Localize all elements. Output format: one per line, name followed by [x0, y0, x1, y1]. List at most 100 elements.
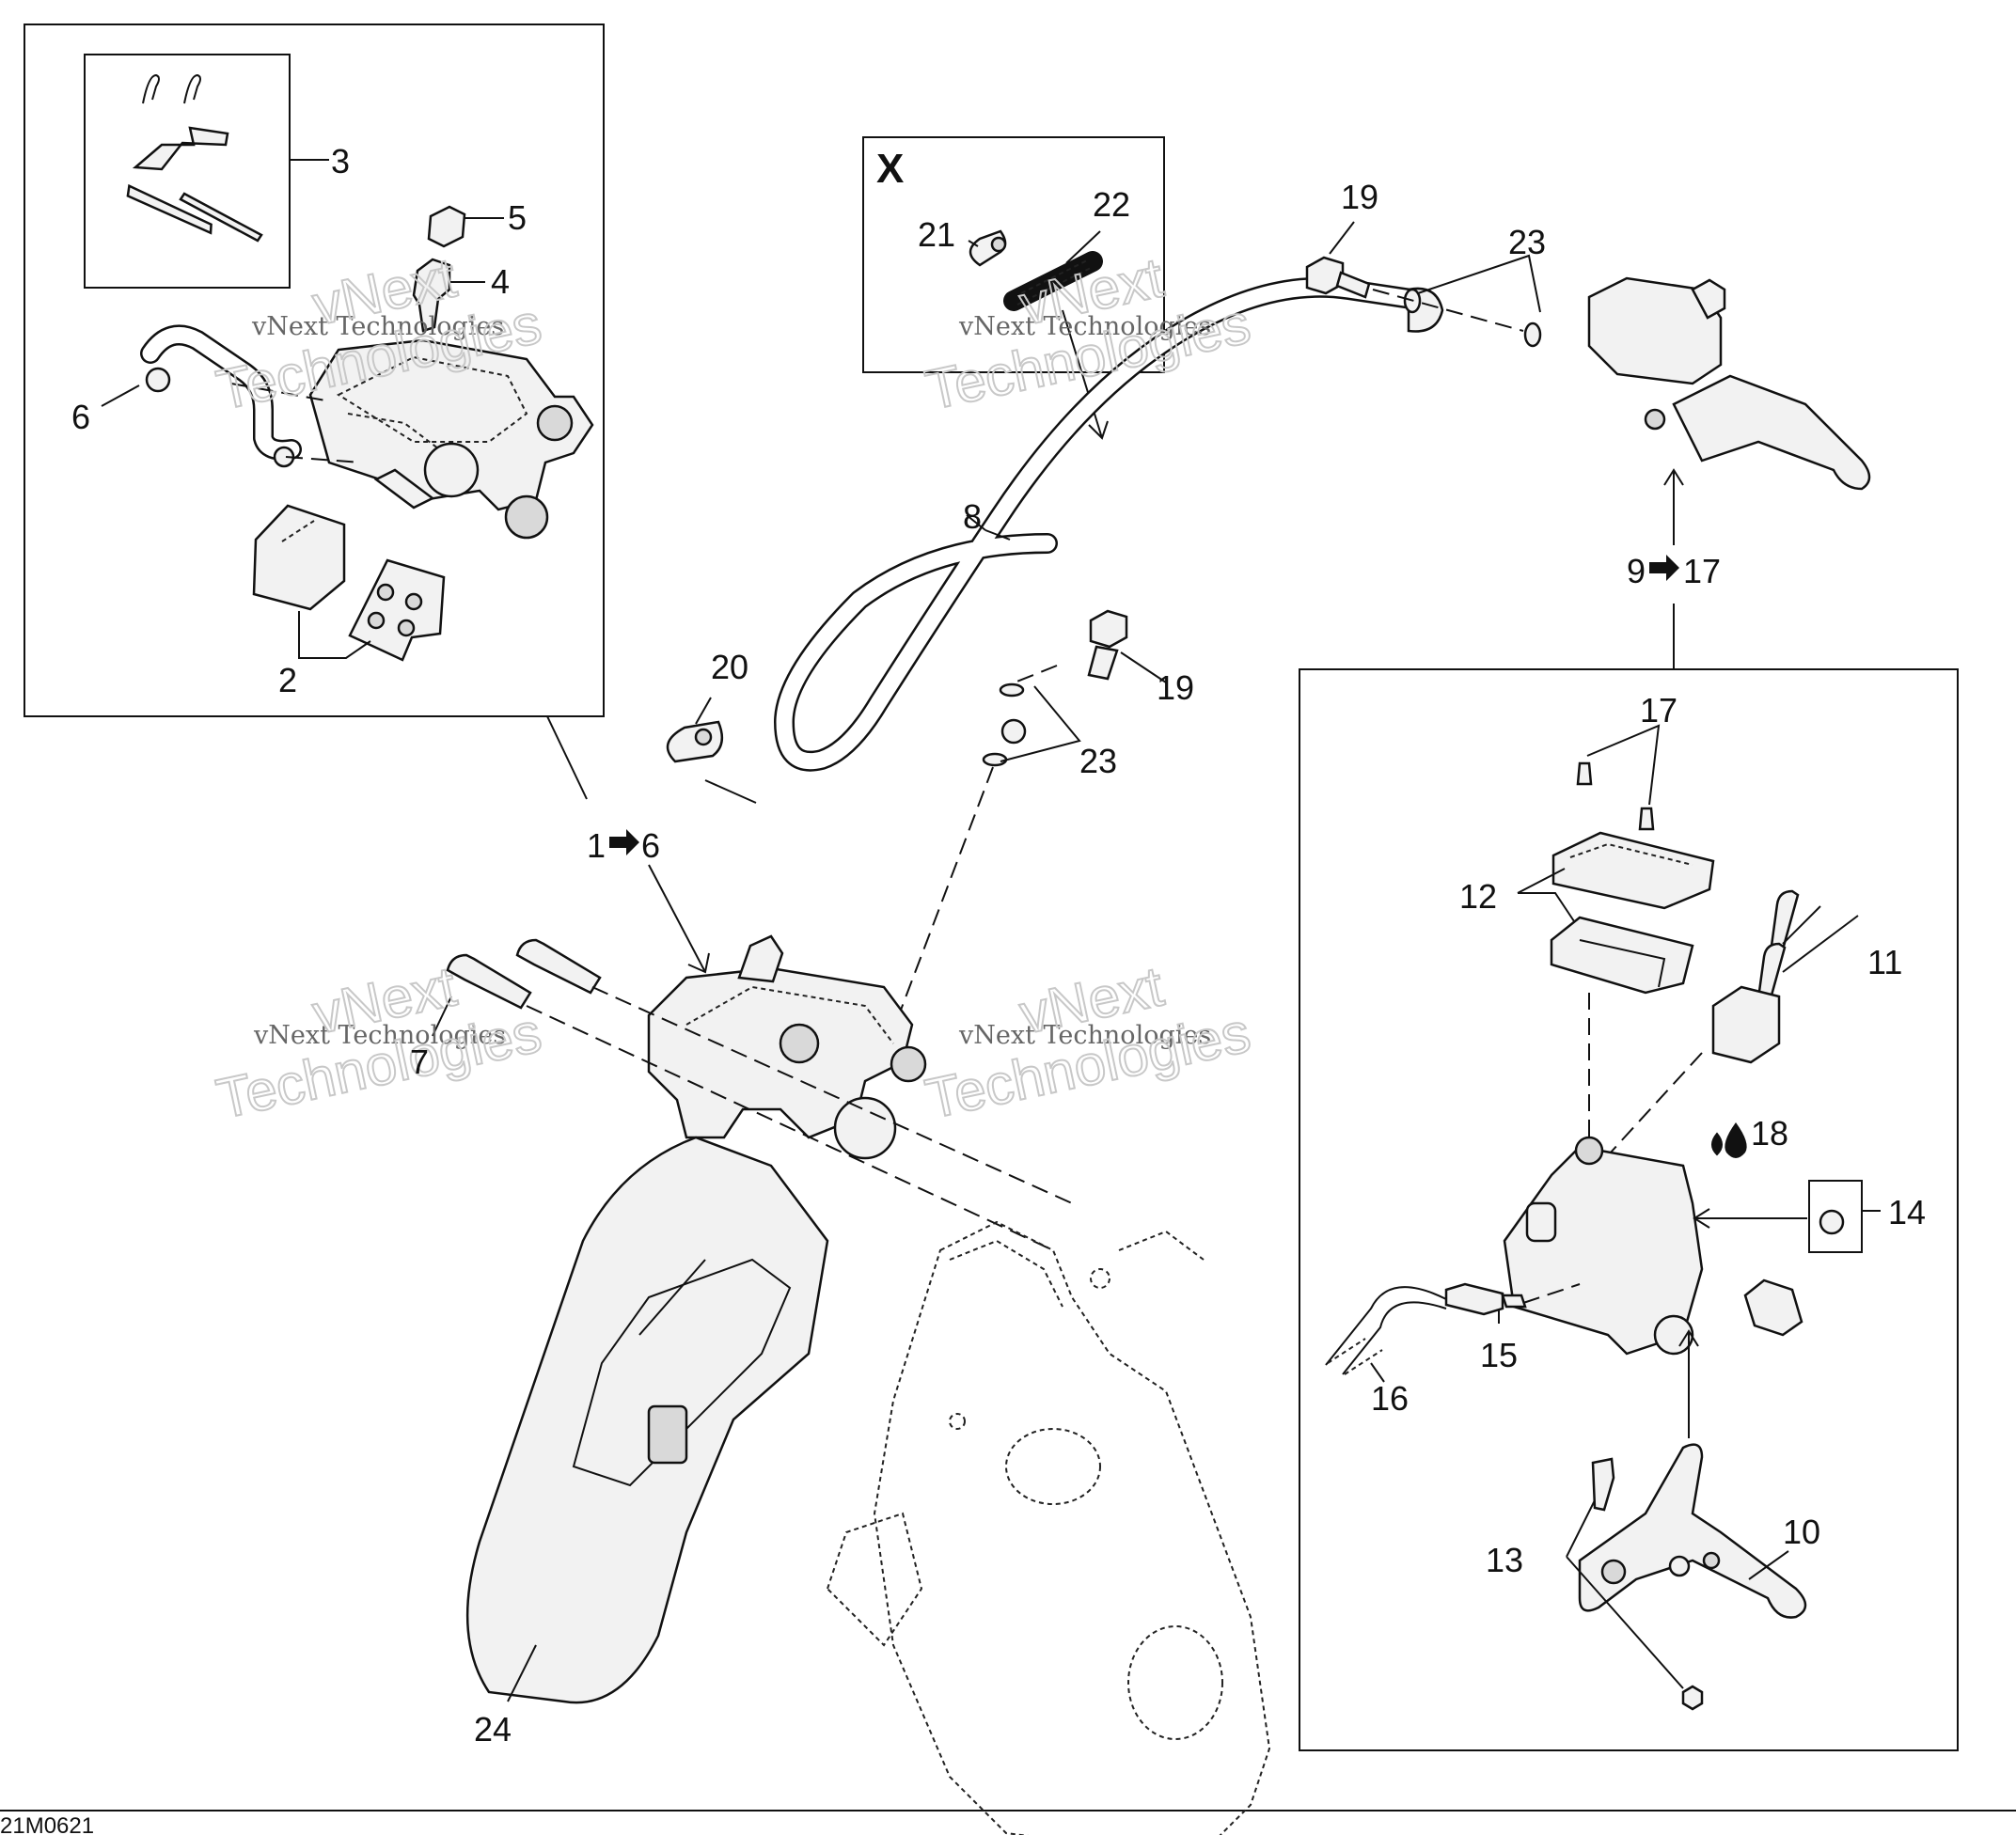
- callout-5: 5: [508, 198, 527, 237]
- protector-sleeve: [1003, 251, 1103, 311]
- svg-text:1: 1: [587, 826, 606, 865]
- leader-10: [1748, 1550, 1789, 1580]
- leader-1-6-top: [546, 715, 588, 800]
- svg-text:6: 6: [641, 826, 660, 865]
- switch-wires: [1325, 1286, 1447, 1375]
- leader-13: [1566, 1499, 1684, 1689]
- washer-kit-icon: [1819, 1209, 1845, 1235]
- svg-text:9: 9: [1627, 552, 1646, 590]
- hose-clamp: [666, 720, 724, 763]
- leader-x-arrow: [1062, 309, 1109, 440]
- leader-19b: [1120, 651, 1167, 683]
- pin-kit-parts: [126, 73, 263, 243]
- watermark-text: vNext Technologies: [958, 1021, 1211, 1050]
- reservoir-diaphragm: [1550, 916, 1694, 995]
- bleeder-cap: [427, 205, 466, 248]
- caliper-bolt-1: [446, 953, 532, 1010]
- leader-16: [1370, 1362, 1385, 1383]
- washer-lower-2: [982, 752, 1008, 767]
- leader-21: [968, 240, 979, 247]
- callout-3: 3: [331, 142, 350, 180]
- brake-pads: [252, 504, 446, 662]
- callout-11: 11: [1867, 943, 1902, 981]
- watermark-text: vNext Technologies: [253, 1021, 506, 1050]
- callout-4: 4: [491, 262, 510, 301]
- brake-light-switch: [1444, 1282, 1527, 1316]
- washer-upper-2: [1523, 322, 1542, 348]
- leader-7: [432, 996, 452, 1037]
- bolt-dash-2: [591, 986, 1073, 1204]
- brake-disc-guard: [465, 1136, 829, 1704]
- watermark-text: vNext Technologies: [251, 312, 504, 341]
- brake-lever: [1578, 1443, 1807, 1619]
- callout-19-lower: 19: [1157, 668, 1194, 707]
- callout-15: 15: [1480, 1336, 1518, 1374]
- leader-23b: [1000, 685, 1081, 762]
- callout-10: 10: [1783, 1513, 1820, 1551]
- arrow-14: [1693, 1208, 1807, 1229]
- arrow-9-17: [1663, 468, 1684, 545]
- callout-12: 12: [1459, 877, 1497, 916]
- callout-23-upper: 23: [1508, 223, 1546, 261]
- caliper-assembly-top: [308, 338, 594, 540]
- leader-22: [1065, 230, 1101, 264]
- banjo-bolt-lower: [1087, 609, 1128, 681]
- lever-nut: [1681, 1685, 1704, 1711]
- callout-9-17: 9 17: [1627, 552, 1721, 590]
- svg-text:18: 18: [1751, 1114, 1788, 1153]
- fluid-dot-18: [1711, 1132, 1723, 1156]
- caliper-assembly-main: [647, 934, 927, 1160]
- leader-6: [101, 384, 140, 407]
- callout-20: 20: [711, 648, 748, 686]
- leader-12: [1518, 892, 1575, 922]
- leader-24: [507, 1644, 537, 1702]
- svg-text:17: 17: [1683, 552, 1721, 590]
- callout-19-upper: 19: [1341, 178, 1378, 216]
- cover-screw-1: [1576, 761, 1593, 786]
- bleeder-screw: [412, 258, 451, 333]
- caliper-kit-frame: [24, 24, 605, 717]
- cover-screw-2: [1638, 807, 1655, 831]
- callout-x: X: [876, 146, 904, 192]
- master-cylinder-body: [1503, 1136, 1704, 1356]
- caliper-banjo-dash: [889, 766, 994, 1041]
- leader-12b: [1517, 868, 1566, 894]
- diagram-code: 21M0621: [0, 1813, 94, 1835]
- clamp-bolt-2: [1756, 942, 1787, 1004]
- callout-21: 21: [918, 215, 955, 254]
- arrow-lever: [1678, 1329, 1699, 1438]
- leader-1-6-arrow: [648, 864, 710, 974]
- caliper-bolt-2: [515, 938, 602, 995]
- brake-hose-main: [774, 276, 1444, 772]
- callout-2: 2: [278, 661, 297, 699]
- callout-17: 17: [1640, 691, 1677, 729]
- gearbox-housing: [826, 1220, 1271, 1835]
- caliper-hose: [140, 324, 302, 468]
- leader-11: [1782, 905, 1859, 973]
- washer-lower-1: [999, 682, 1025, 698]
- callout-14: 14: [1888, 1193, 1926, 1231]
- bolt-dash-1: [526, 1005, 1054, 1251]
- clamp-dash-2: [1598, 1052, 1703, 1167]
- lever-pivot-pin: [1591, 1457, 1615, 1512]
- master-cylinder-frame: [1299, 668, 1959, 1751]
- master-cylinder-assembled: [1587, 276, 1871, 491]
- pin-kit-frame: [84, 54, 291, 289]
- leader-19a: [1329, 221, 1355, 255]
- hose-to-caliper-dash: [230, 383, 326, 401]
- leader-8b: [966, 514, 986, 531]
- banjo-bolt-upper: [1305, 256, 1371, 299]
- bolt-lower-dash: [1009, 665, 1058, 685]
- hose-clamp-small: [969, 229, 1007, 267]
- handlebar-clamp: [1711, 985, 1781, 1064]
- leader-23a: [1417, 254, 1541, 313]
- callout-6: 6: [71, 398, 90, 436]
- callout-23-lower: 23: [1079, 742, 1117, 780]
- leader-17: [1586, 724, 1661, 806]
- box-x-frame: [862, 136, 1165, 373]
- callout-1-6: 1 6: [587, 826, 660, 865]
- callout-8: 8: [963, 497, 982, 536]
- callout-24: 24: [474, 1710, 512, 1749]
- right-arrow-icon: [1649, 555, 1679, 581]
